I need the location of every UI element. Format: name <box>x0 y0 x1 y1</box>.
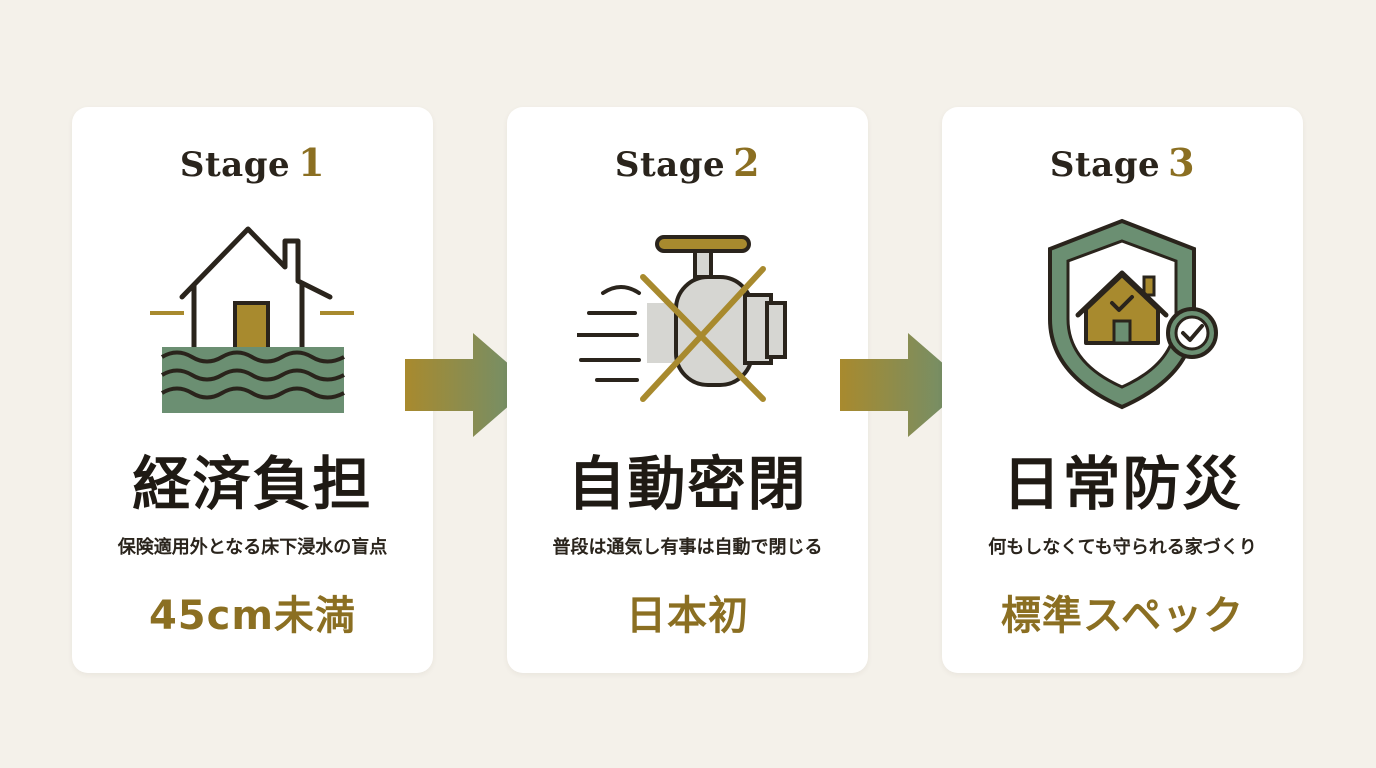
stage-title: 自動密閉 <box>567 450 808 518</box>
stage-number: 2 <box>733 140 761 185</box>
stage-highlight: 標準スペック <box>1000 593 1245 639</box>
stage-description: 保険適用外となる床下浸水の盲点 <box>117 537 388 558</box>
stage-description: 何もしなくても守られる家づくり <box>988 537 1257 558</box>
stage-highlight: 45cm未満 <box>148 593 357 639</box>
shield-house-icon <box>1048 218 1218 410</box>
stage-title: 日常防災 <box>1002 450 1243 518</box>
stage-number: 3 <box>1168 140 1196 185</box>
stage-highlight: 日本初 <box>626 593 749 639</box>
arrow-right-icon <box>405 333 533 437</box>
stage-word: Stage <box>614 145 726 185</box>
stage-title: 経済負担 <box>132 450 373 518</box>
closed-valve-icon <box>577 235 787 402</box>
stage-description: 普段は通気し有事は自動で閉じる <box>552 537 823 558</box>
stage-number: 1 <box>298 140 326 185</box>
flooded-house-icon <box>150 226 354 413</box>
arrow-right-icon <box>840 333 968 437</box>
stage-word: Stage <box>1049 145 1161 185</box>
stage-word: Stage <box>179 145 291 185</box>
